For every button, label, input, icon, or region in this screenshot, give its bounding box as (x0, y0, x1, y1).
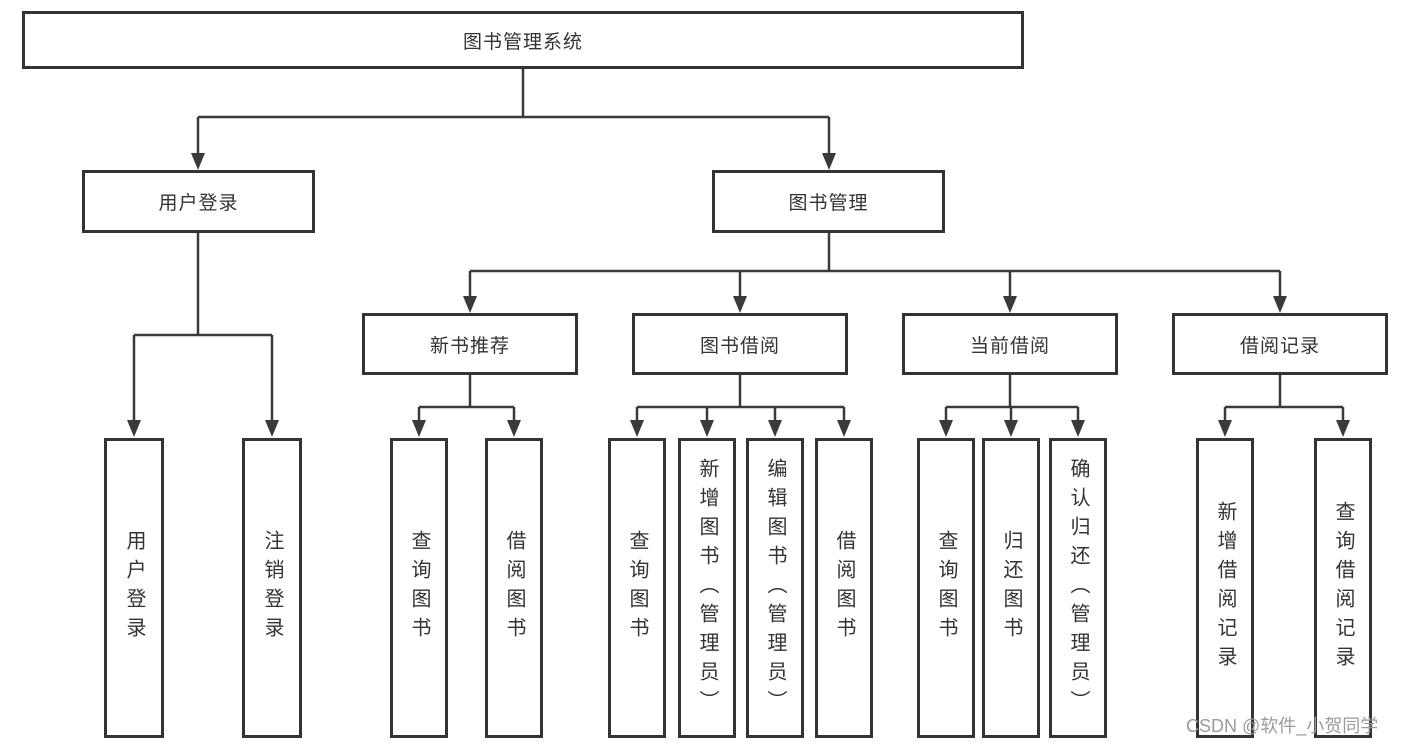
node-label: 编辑图书（管理员） (764, 457, 786, 719)
node-book-management: 图书管理 (712, 170, 945, 233)
node-borrow-records: 借阅记录 (1172, 313, 1388, 375)
node-label: 确认归还（管理员） (1067, 457, 1089, 719)
watermark: CSDN @软件_小贺同学 (1186, 716, 1379, 736)
node-user-login: 用户登录 (82, 170, 315, 233)
node-label: 新增借阅记录 (1214, 501, 1236, 675)
leaf-user-login: 用户登录 (104, 438, 164, 738)
node-label: 图书管理系统 (462, 31, 583, 53)
node-root: 图书管理系统 (22, 11, 1024, 69)
node-label: 借阅图书 (503, 530, 525, 646)
leaf-nb-query-book: 查询图书 (390, 438, 448, 738)
leaf-logout: 注销登录 (242, 438, 302, 738)
connector-borrow-records-to-leaves (1218, 375, 1350, 437)
connector-book-borrow-to-leaves (630, 375, 851, 437)
node-label: 查询图书 (935, 530, 957, 646)
connector-root-to-level2 (191, 69, 836, 170)
node-label: 查询图书 (408, 530, 430, 646)
node-label: 图书管理 (788, 193, 869, 214)
leaf-bb-borrow-book: 借阅图书 (815, 438, 873, 738)
connector-current-borrow-to-leaves (939, 375, 1085, 437)
leaf-bb-add-book: 新增图书（管理员） (678, 438, 736, 738)
node-label: 新增图书（管理员） (696, 457, 718, 719)
node-new-book-recommend: 新书推荐 (362, 313, 578, 375)
node-book-borrow: 图书借阅 (632, 313, 848, 375)
node-label: 查询图书 (626, 530, 648, 646)
leaf-cb-query-book: 查询图书 (917, 438, 975, 738)
node-label: 归还图书 (1000, 530, 1022, 646)
connector-book-management-to-level3 (463, 233, 1287, 313)
connector-user-login-to-leaves (127, 233, 279, 437)
leaf-bb-edit-book: 编辑图书（管理员） (746, 438, 804, 738)
node-label: 借阅图书 (833, 530, 855, 646)
leaf-cb-confirm-return: 确认归还（管理员） (1049, 438, 1107, 738)
node-label: 查询借阅记录 (1332, 501, 1354, 675)
node-label: 新书推荐 (429, 335, 510, 357)
node-label: 借阅记录 (1239, 335, 1320, 357)
leaf-nb-borrow-book: 借阅图书 (485, 438, 543, 738)
node-label: 注销登录 (261, 530, 283, 646)
node-label: 图书借阅 (699, 335, 780, 357)
leaf-cb-return-book: 归还图书 (982, 438, 1040, 738)
node-label: 用户登录 (158, 193, 239, 214)
node-label: 当前借阅 (969, 335, 1050, 357)
node-current-borrow: 当前借阅 (902, 313, 1118, 375)
leaf-br-query-record: 查询借阅记录 (1314, 438, 1372, 738)
leaf-bb-query-book: 查询图书 (608, 438, 666, 738)
leaf-br-add-record: 新增借阅记录 (1196, 438, 1254, 738)
connector-new-book-to-leaves (412, 375, 521, 437)
node-label: 用户登录 (123, 530, 145, 646)
